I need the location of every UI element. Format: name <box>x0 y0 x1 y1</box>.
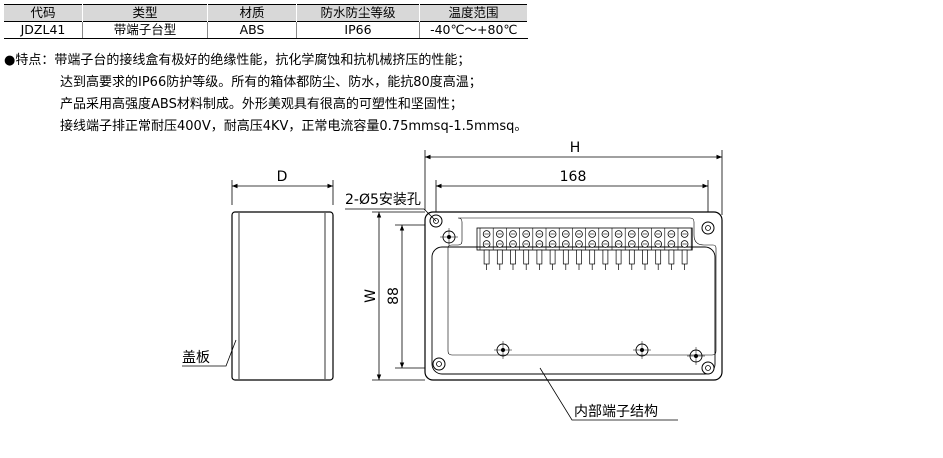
front-view: H 168 W 88 <box>345 140 723 421</box>
header-code: 代码 <box>4 4 83 22</box>
hole-label: 2-Ø5安装孔 <box>345 192 421 208</box>
terminal-leg <box>483 249 490 265</box>
mount-hole-bottom-right <box>701 361 715 375</box>
screw-bottom-left <box>432 357 446 371</box>
terminal-leg <box>642 249 648 265</box>
terminal-leg <box>510 249 516 265</box>
terminal-leg <box>549 249 556 265</box>
screw-core-top-right <box>705 225 711 231</box>
spec-table: 代码 类型 材质 防水防尘等级 温度范围 JDZL41 带端子台型 ABS IP… <box>4 4 528 39</box>
mount-hole-core-top-left <box>433 218 439 224</box>
dim-h-label: H <box>570 140 581 156</box>
dim-88-label: 88 <box>386 287 402 305</box>
feature-line-4: 接线端子排正常耐压400V，耐高压4KV，正常电流容量0.75mmsq-1.5m… <box>60 119 528 134</box>
feature-line-1: ●特点：带端子台的接线盒有极好的绝缘性能，抗化学腐蚀和抗机械挤压的性能； <box>4 50 527 72</box>
terminal-leg <box>655 249 662 265</box>
screw-top-right <box>701 221 715 235</box>
header-type: 类型 <box>82 4 208 22</box>
side-view: D 盖板 <box>182 169 334 381</box>
terminal-leg <box>576 249 582 265</box>
feature-text-1: 带端子台的接线盒有极好的绝缘性能，抗化学腐蚀和抗机械挤压的性能； <box>54 53 471 68</box>
cover-leader <box>182 339 237 367</box>
spec-table-header: 代码 类型 材质 防水防尘等级 温度范围 <box>4 4 528 22</box>
dim-d-label: D <box>277 169 288 185</box>
bullet-icon: ● <box>4 53 16 68</box>
cell-code: JDZL41 <box>4 21 83 39</box>
terminal-leg <box>615 249 622 265</box>
cell-type: 带端子台型 <box>82 21 208 39</box>
hole-leader-diagonal <box>423 208 437 222</box>
terminal-leg <box>496 249 503 265</box>
terminal-leg <box>668 249 675 265</box>
mount-hole-core-bottom-right <box>705 365 711 371</box>
header-temperature: 温度范围 <box>419 4 528 22</box>
header-protection: 防水防尘等级 <box>296 4 420 22</box>
features-prefix: 特点： <box>15 53 55 68</box>
terminal-strip-frame <box>476 227 693 251</box>
terminal-leg <box>536 249 543 265</box>
cell-material: ABS <box>207 21 297 39</box>
terminal-leg <box>602 249 609 265</box>
box-side <box>231 211 334 381</box>
cell-temperature: -40℃～+80℃ <box>419 21 528 39</box>
terminal-leg <box>523 249 530 265</box>
inner-wall-outline <box>447 217 717 356</box>
screw-core-bottom-left <box>436 361 442 367</box>
terminal-leg <box>681 249 688 265</box>
feature-line-2: 达到高要求的IP66防护等级。所有的箱体都防尘、防水，能抗80度高温； <box>60 75 482 90</box>
feature-line-3: 产品采用高强度ABS材料制成。外形美观具有很高的可塑性和坚固性； <box>60 97 463 112</box>
terminal-leg <box>589 249 596 265</box>
dim-w-label: W <box>363 289 379 303</box>
table-row: JDZL41 带端子台型 ABS IP66 -40℃～+80℃ <box>4 21 528 39</box>
inner-cavity <box>431 246 716 375</box>
dim-168-label: 168 <box>560 169 587 185</box>
target-marks <box>440 228 705 365</box>
terminal-leader <box>539 367 678 421</box>
cover-label: 盖板 <box>182 350 210 366</box>
cell-protection: IP66 <box>296 21 420 39</box>
terminal-strip <box>476 227 693 270</box>
terminal-leg <box>562 249 569 265</box>
terminal-leg <box>628 249 635 265</box>
features-block: ●特点：带端子台的接线盒有极好的绝缘性能，抗化学腐蚀和抗机械挤压的性能； 达到高… <box>4 50 527 138</box>
terminal-label: 内部端子结构 <box>574 404 658 420</box>
